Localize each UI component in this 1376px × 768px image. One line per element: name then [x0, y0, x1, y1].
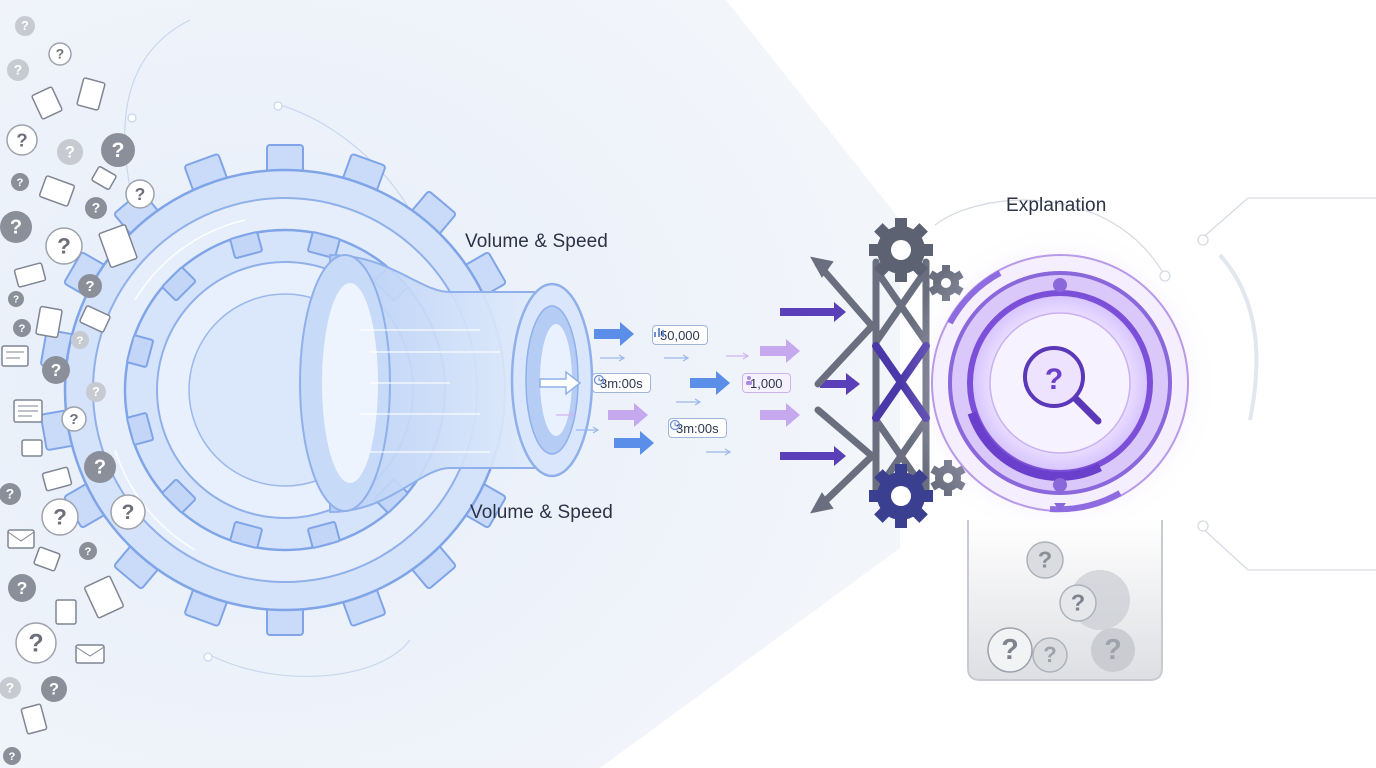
clock-icon — [669, 419, 681, 431]
time-badge-1: 3m:00s — [592, 373, 651, 393]
question-icon — [0, 483, 21, 505]
question-icon — [79, 542, 97, 560]
question-glyph: ? — [1038, 547, 1052, 573]
question-icon — [84, 451, 116, 483]
question-glyph: ? — [94, 457, 106, 479]
question-icon — [3, 747, 21, 765]
count-badge-text: 1,000 — [750, 375, 783, 391]
hub-question-glyph: ? — [1045, 363, 1063, 396]
question-icon — [15, 622, 57, 664]
question-icon — [61, 406, 87, 432]
question-glyph: ? — [49, 680, 59, 698]
question-glyph: ? — [53, 505, 67, 530]
question-icon — [7, 59, 29, 81]
magnifier-icon — [1023, 346, 1085, 408]
clock-icon — [593, 374, 605, 386]
question-icon — [6, 124, 38, 156]
question-icon — [0, 677, 21, 699]
flow-arrows — [539, 302, 860, 466]
question-glyph: ? — [65, 143, 75, 161]
question-glyph: ? — [56, 47, 64, 62]
question-icon — [85, 197, 107, 219]
time-badge-2: 3m:00s — [668, 418, 727, 438]
question-glyph: ? — [92, 385, 100, 399]
question-glyph: ? — [28, 629, 43, 657]
question-glyph: ? — [77, 335, 84, 347]
question-icon — [71, 331, 89, 349]
question-glyph: ? — [17, 578, 28, 598]
question-glyph: ? — [13, 294, 19, 305]
question-glyph: ? — [1104, 634, 1121, 666]
question-icon — [110, 494, 146, 530]
question-icon — [42, 356, 70, 384]
question-glyph: ? — [17, 177, 24, 189]
explanation-hub — [900, 223, 1220, 543]
question-icon — [41, 676, 67, 702]
question-icon — [86, 382, 106, 402]
volume-badge-text: 50,000 — [660, 327, 700, 343]
question-glyph: ? — [1043, 642, 1057, 667]
question-glyph: ? — [16, 129, 27, 150]
intake-tube — [299, 253, 594, 514]
question-container — [967, 520, 1163, 681]
question-glyph: ? — [111, 138, 124, 162]
explanation-heading: Explanation — [1006, 195, 1107, 216]
question-glyph: ? — [10, 217, 22, 239]
question-glyph: ? — [14, 63, 22, 78]
question-glyph: ? — [85, 546, 92, 558]
question-icon — [41, 498, 79, 536]
question-glyph: ? — [1001, 634, 1018, 666]
volume-speed-bottom-heading: Volume & Speed — [470, 502, 613, 523]
time-badge-2-text: 3m:00s — [676, 420, 719, 436]
document-lines — [6, 351, 105, 657]
scattered-documents — [1, 77, 138, 735]
volume-badge: 50,000 — [652, 325, 708, 345]
people-icon — [746, 376, 752, 385]
question-glyph: ? — [121, 500, 134, 524]
question-icon — [45, 227, 83, 265]
question-icon — [15, 16, 35, 36]
volume-speed-top-heading: Volume & Speed — [465, 231, 608, 252]
count-badge: 1,000 — [742, 373, 791, 393]
question-glyph: ? — [57, 234, 71, 259]
top-gear — [869, 218, 933, 282]
bar-chart-icon — [654, 328, 664, 337]
question-marks-left: ???????????????????????????? — [0, 16, 155, 765]
question-icon — [48, 42, 72, 66]
question-icon — [8, 291, 24, 307]
question-glyph: ? — [1071, 590, 1085, 616]
question-glyph: ? — [6, 487, 14, 502]
question-icon — [57, 139, 83, 165]
question-glyph: ? — [6, 681, 14, 696]
bottom-gear — [869, 464, 933, 528]
question-glyph: ? — [9, 751, 16, 763]
question-glyph: ? — [19, 323, 26, 335]
question-icon — [11, 173, 29, 191]
question-icon — [125, 179, 155, 209]
question-glyph: ? — [135, 184, 146, 204]
question-glyph: ? — [21, 19, 29, 33]
question-icon — [101, 133, 135, 167]
question-icon — [0, 211, 32, 243]
question-icon — [78, 274, 102, 298]
question-glyph: ? — [51, 360, 62, 380]
question-glyph: ? — [69, 411, 78, 428]
question-glyph: ? — [92, 201, 100, 216]
question-icon — [8, 574, 36, 602]
question-icon — [13, 319, 31, 337]
question-glyph: ? — [85, 278, 94, 295]
time-badge-1-text: 3m:00s — [600, 375, 643, 391]
